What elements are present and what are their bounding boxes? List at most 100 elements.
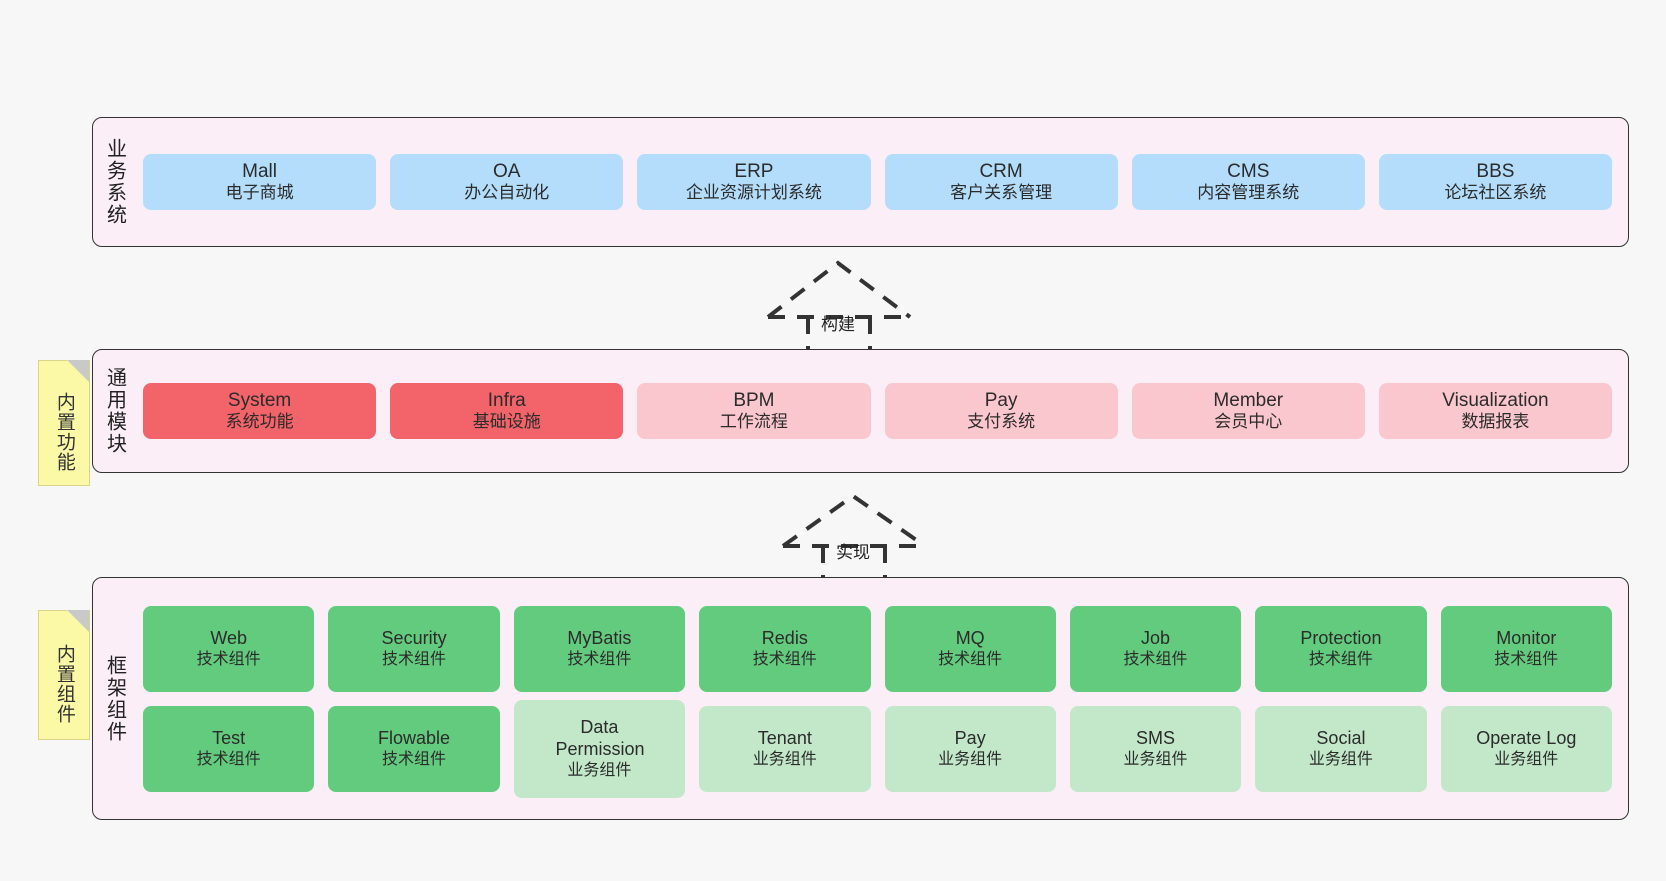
card-title-cn: 技术组件 bbox=[196, 650, 261, 668]
band-body-common-module: System 系统功能 Infra 基础设施 BPM 工作流程 Pay 支付系统… bbox=[137, 350, 1628, 472]
card-title-en: Social bbox=[1316, 727, 1366, 748]
card-title-en: BBS bbox=[1476, 161, 1515, 183]
card-title-cn: 系统功能 bbox=[225, 412, 294, 432]
card-pay[interactable]: Pay 支付系统 bbox=[884, 383, 1118, 439]
card-erp[interactable]: ERP 企业资源计划系统 bbox=[637, 154, 871, 210]
card-visualization[interactable]: Visualization 数据报表 bbox=[1378, 383, 1613, 439]
sticky-note-builtin-component: 内置组件 bbox=[38, 610, 90, 740]
card-title-cn: 技术组件 bbox=[1494, 650, 1559, 668]
card-title-cn: 内容管理系统 bbox=[1197, 183, 1300, 203]
card-title-en: MyBatis bbox=[567, 627, 632, 648]
card-title-cn: 业务组件 bbox=[1308, 750, 1373, 768]
card-title-en: Mall bbox=[242, 161, 277, 183]
sticky-note-label: 内置组件 bbox=[53, 643, 75, 724]
card-title-cn: 技术组件 bbox=[1308, 650, 1373, 668]
card-title-cn: 论坛社区系统 bbox=[1444, 183, 1547, 203]
card-title-cn: 技术组件 bbox=[1123, 650, 1188, 668]
card-title-cn: 业务组件 bbox=[752, 750, 817, 768]
sticky-note-builtin-function: 内置功能 bbox=[38, 360, 90, 486]
band-framework-component: 框架组件 Web 技术组件 Security 技术组件 MyBatis 技术组件… bbox=[92, 577, 1629, 820]
card-cms[interactable]: CMS 内容管理系统 bbox=[1131, 154, 1365, 210]
band-body-business-system: Mall 电子商城 OA 办公自动化 ERP 企业资源计划系统 CRM 客户关系… bbox=[137, 118, 1628, 246]
band-body-framework-component: Web 技术组件 Security 技术组件 MyBatis 技术组件 Redi… bbox=[137, 578, 1628, 819]
card-title-cn: 业务组件 bbox=[1123, 750, 1188, 768]
card-redis[interactable]: Redis 技术组件 bbox=[699, 605, 871, 692]
card-protection[interactable]: Protection 技术组件 bbox=[1255, 605, 1427, 692]
card-test[interactable]: Test 技术组件 bbox=[143, 705, 315, 792]
card-mybatis[interactable]: MyBatis 技术组件 bbox=[513, 605, 686, 692]
band-title-common-module: 通用模块 bbox=[103, 367, 126, 455]
card-title-cn: 办公自动化 bbox=[464, 183, 550, 203]
card-title-cn: 基础设施 bbox=[472, 412, 541, 432]
card-web[interactable]: Web 技术组件 bbox=[143, 605, 315, 692]
card-title-cn: 业务组件 bbox=[1494, 750, 1559, 768]
card-title-en: BPM bbox=[733, 390, 775, 412]
card-title-cn: 企业资源计划系统 bbox=[685, 183, 822, 203]
card-row: Mall 电子商城 OA 办公自动化 ERP 企业资源计划系统 CRM 客户关系… bbox=[143, 154, 1613, 210]
card-title-en: Monitor bbox=[1496, 627, 1557, 648]
card-sms[interactable]: SMS 业务组件 bbox=[1069, 705, 1242, 792]
card-title-cn: 技术组件 bbox=[752, 650, 817, 668]
card-title-cn: 技术组件 bbox=[196, 750, 261, 768]
card-title-en: CMS bbox=[1227, 161, 1270, 183]
card-mall[interactable]: Mall 电子商城 bbox=[143, 154, 377, 210]
card-crm[interactable]: CRM 客户关系管理 bbox=[884, 154, 1118, 210]
card-member[interactable]: Member 会员中心 bbox=[1131, 383, 1365, 439]
card-title-cn: 业务组件 bbox=[567, 761, 632, 779]
generalization-arrow-icon bbox=[766, 260, 912, 355]
card-title-en: Flowable bbox=[378, 727, 451, 748]
card-title-cn: 会员中心 bbox=[1214, 412, 1283, 432]
card-title-en: Operate Log bbox=[1476, 727, 1577, 748]
band-business-system: 业务系统 Mall 电子商城 OA 办公自动化 ERP 企业资源计划系统 CRM… bbox=[92, 117, 1629, 247]
connector-build: 构建 bbox=[760, 255, 920, 355]
connector-label-build: 构建 bbox=[821, 315, 855, 334]
generalization-arrow-icon bbox=[781, 493, 927, 578]
card-operate-log[interactable]: Operate Log 业务组件 bbox=[1440, 705, 1612, 792]
card-flowable[interactable]: Flowable 技术组件 bbox=[328, 705, 500, 792]
card-title-en: SMS bbox=[1136, 727, 1176, 748]
card-tenant[interactable]: Tenant 业务组件 bbox=[699, 705, 871, 792]
card-title-en: Test bbox=[212, 727, 246, 748]
card-title-en: Member bbox=[1213, 390, 1284, 412]
card-title-en: CRM bbox=[979, 161, 1023, 183]
card-row: Web 技术组件 Security 技术组件 MyBatis 技术组件 Redi… bbox=[143, 605, 1612, 692]
card-job[interactable]: Job 技术组件 bbox=[1069, 605, 1242, 692]
card-title-cn: 技术组件 bbox=[938, 650, 1003, 668]
card-title-en: Web bbox=[210, 627, 248, 648]
card-title-en: System bbox=[227, 390, 292, 412]
card-title-en: Tenant bbox=[757, 727, 812, 748]
card-title-cn: 支付系统 bbox=[967, 412, 1036, 432]
card-title-cn: 数据报表 bbox=[1461, 412, 1530, 432]
card-title-en: Visualization bbox=[1442, 390, 1549, 412]
card-title-cn: 技术组件 bbox=[382, 750, 447, 768]
card-bpm[interactable]: BPM 工作流程 bbox=[637, 383, 871, 439]
card-security[interactable]: Security 技术组件 bbox=[328, 605, 500, 692]
card-title-en: Infra bbox=[487, 390, 526, 412]
card-title-en: Job bbox=[1141, 627, 1171, 648]
card-data-permission[interactable]: Data Permission 业务组件 bbox=[513, 699, 686, 798]
card-social[interactable]: Social 业务组件 bbox=[1255, 705, 1427, 792]
card-oa[interactable]: OA 办公自动化 bbox=[390, 154, 624, 210]
folded-corner-icon bbox=[67, 360, 89, 382]
card-row: System 系统功能 Infra 基础设施 BPM 工作流程 Pay 支付系统… bbox=[143, 383, 1613, 439]
card-bbs[interactable]: BBS 论坛社区系统 bbox=[1378, 154, 1613, 210]
card-title-cn: 技术组件 bbox=[382, 650, 447, 668]
card-infra[interactable]: Infra 基础设施 bbox=[390, 383, 624, 439]
card-title-cn: 业务组件 bbox=[938, 750, 1003, 768]
sticky-note-label: 内置功能 bbox=[53, 391, 75, 472]
band-title-framework-component: 框架组件 bbox=[103, 654, 126, 743]
card-title-cn: 工作流程 bbox=[719, 412, 788, 432]
card-system[interactable]: System 系统功能 bbox=[143, 383, 377, 439]
card-pay-business[interactable]: Pay 业务组件 bbox=[884, 705, 1056, 792]
card-mq[interactable]: MQ 技术组件 bbox=[884, 605, 1056, 692]
folded-corner-icon bbox=[67, 610, 89, 632]
band-common-module: 通用模块 System 系统功能 Infra 基础设施 BPM 工作流程 Pay… bbox=[92, 349, 1629, 473]
card-title-cn: 客户关系管理 bbox=[950, 183, 1053, 203]
card-title-en: ERP bbox=[734, 161, 774, 183]
card-title-en: Pay bbox=[954, 727, 986, 748]
card-title-en: Redis bbox=[761, 627, 808, 648]
sticky-top-edge bbox=[39, 360, 67, 361]
card-title-en: MQ bbox=[955, 627, 985, 648]
card-monitor[interactable]: Monitor 技术组件 bbox=[1440, 605, 1612, 692]
